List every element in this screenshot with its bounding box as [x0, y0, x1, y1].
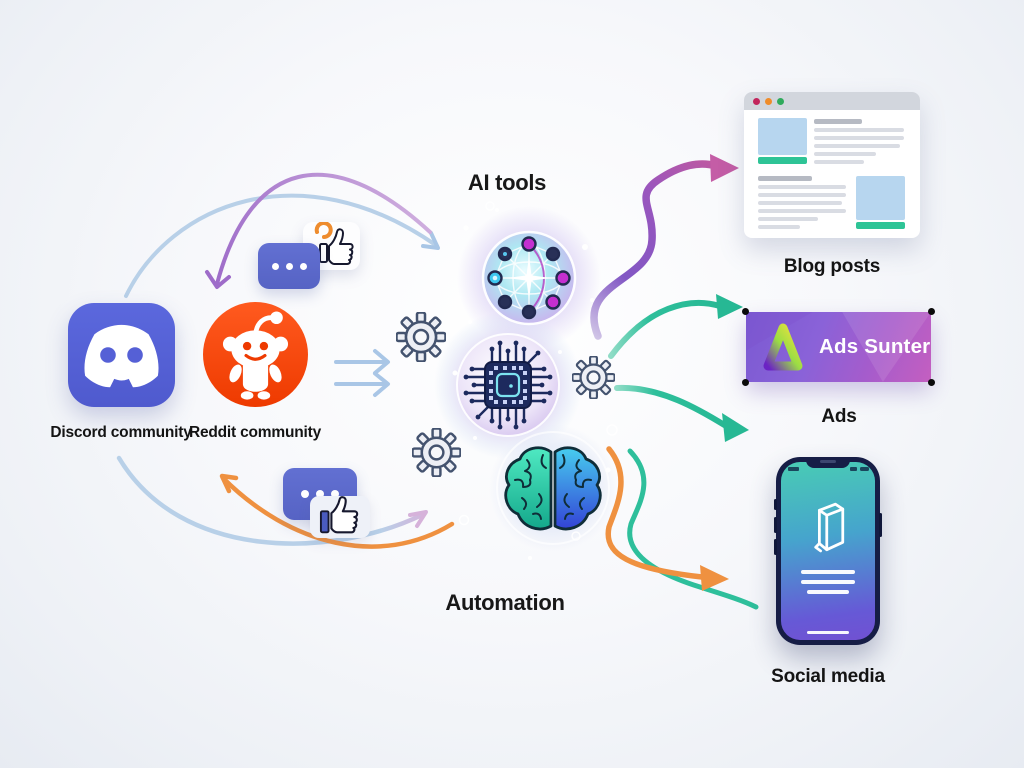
ad-banner-icon: Ads Sunter — [742, 308, 935, 386]
sparkle-dots — [452, 201, 618, 560]
arrow-to-social-orange — [605, 446, 705, 580]
phone-notch — [806, 457, 850, 468]
thumbs-up-icon — [319, 496, 359, 534]
gear-icon — [396, 312, 446, 362]
thumbs-up-icon — [314, 221, 354, 265]
arrow-automation-to-reddit — [220, 475, 455, 549]
browser-window-icon — [744, 92, 920, 238]
reddit-logo — [203, 302, 308, 407]
smartphone-icon — [774, 457, 882, 645]
selection-handle[interactable] — [742, 308, 749, 315]
reddit-icon — [203, 301, 308, 408]
discord-logo — [84, 324, 159, 388]
package-box-icon — [814, 502, 845, 553]
arrow-aitools-to-reddit — [215, 172, 432, 286]
selection-handle[interactable] — [742, 379, 749, 386]
window-dot-orange — [765, 97, 772, 105]
arrow-to-social-teal — [627, 448, 759, 610]
arrow-discord-to-automation — [116, 455, 427, 546]
discord-label: Discord community — [50, 424, 192, 441]
arrow-to-ads-top — [608, 299, 723, 359]
discord-icon — [68, 303, 175, 407]
ad-banner-text: Ads Sunter — [819, 335, 931, 358]
blog-image-caption — [758, 157, 807, 164]
selection-handle[interactable] — [928, 308, 935, 315]
phone-screen — [781, 462, 875, 640]
blog-posts-label: Blog posts — [783, 256, 881, 277]
automation-label: Automation — [445, 590, 565, 615]
selection-handle[interactable] — [928, 379, 935, 386]
arrow-to-blog — [590, 160, 720, 340]
window-dot-red — [753, 97, 760, 105]
home-indicator — [807, 630, 849, 634]
arrow-discord-to-aitools — [124, 193, 439, 298]
cpu-chip-icon — [456, 333, 560, 437]
ad-logo-triangle — [763, 323, 803, 371]
chat-bubble-top — [258, 243, 320, 289]
arrow-to-ads-bottom — [614, 384, 729, 429]
reaction-panel-bottom — [310, 496, 370, 538]
browser-titlebar — [744, 92, 920, 110]
blog-image-caption — [856, 222, 905, 229]
arrow-reddit-to-aitools — [334, 349, 390, 397]
gear-icon — [412, 428, 461, 477]
window-dot-green — [777, 97, 784, 105]
brain-icon — [504, 446, 602, 531]
blog-image — [758, 118, 807, 155]
gear-icon — [572, 356, 615, 399]
blog-image — [856, 176, 905, 220]
ai-tools-label: AI tools — [467, 170, 547, 195]
neural-network-icon — [481, 230, 577, 326]
social-media-label: Social media — [771, 666, 885, 687]
reddit-label: Reddit community — [188, 424, 321, 441]
ads-label: Ads — [821, 406, 857, 427]
